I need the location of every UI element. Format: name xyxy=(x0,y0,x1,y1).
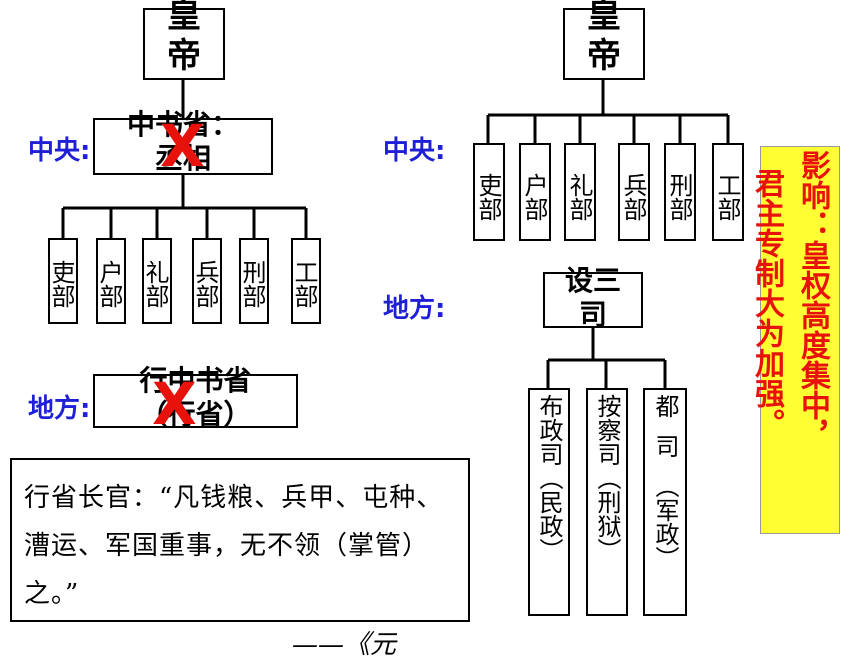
left-ministry-xing: 刑部 xyxy=(238,238,269,324)
left-ministry-li: 吏部 xyxy=(47,238,78,324)
quote-source: ——《元 xyxy=(292,630,397,660)
office-anchasi-name: 按察司 xyxy=(593,394,621,466)
right-local-org-box: 设三司 xyxy=(543,264,643,331)
left-ministry-li2: 礼部 xyxy=(141,238,172,324)
left-central-org-box: 中书省：丞相 xyxy=(93,108,273,175)
right-ministry-li2: 礼部 xyxy=(564,143,596,241)
left-local-org-text: 行中书省（行省） xyxy=(139,364,252,431)
quote-box: 行省长官：“凡钱粮、兵甲、屯种、漕运、军国重事，无不领（掌管）之。” xyxy=(10,458,470,622)
right-ministry-hu: 户部 xyxy=(519,143,551,241)
right-ministry-gong: 工部 xyxy=(712,143,744,241)
left-local-org-box: 行中书省（行省） xyxy=(93,364,298,431)
left-central-label: 中央: xyxy=(28,136,91,166)
office-buzhengsi-duty: （民政） xyxy=(535,466,563,562)
left-central-cross-mark: X xyxy=(160,112,205,180)
quote-text: 行省长官：“凡钱粮、兵甲、屯种、漕运、军国重事，无不领（掌管）之。” xyxy=(24,483,444,609)
office-buzhengsi: 布政司（民政） xyxy=(528,388,570,616)
right-ministry-bing: 兵部 xyxy=(618,143,650,241)
left-ministry-bing: 兵部 xyxy=(191,238,222,324)
right-emperor-text: 皇帝 xyxy=(587,0,621,76)
office-dusi-name: 都司 xyxy=(651,394,679,474)
office-anchasi-duty: （刑狱） xyxy=(593,466,621,562)
office-buzhengsi-name: 布政司 xyxy=(535,394,563,466)
impact-line-2: 君主专制大为加强。 xyxy=(749,168,784,438)
impact-box xyxy=(760,146,840,534)
right-ministry-xing: 刑部 xyxy=(664,143,696,241)
left-emperor-box: 皇帝 xyxy=(143,0,225,80)
right-local-org-text: 设三司 xyxy=(564,264,621,331)
right-central-label: 中央: xyxy=(383,136,446,166)
left-central-org-text: 中书省：丞相 xyxy=(126,108,239,175)
connector-lines xyxy=(61,78,730,390)
office-dusi-duty: （军政） xyxy=(651,474,679,570)
left-ministry-hu: 户部 xyxy=(95,238,126,324)
left-local-cross-mark: X xyxy=(152,370,197,438)
left-local-label: 地方: xyxy=(28,394,91,424)
office-anchasi: 按察司（刑狱） xyxy=(586,388,628,616)
right-emperor-box: 皇帝 xyxy=(563,0,645,80)
left-ministry-gong: 工部 xyxy=(290,238,321,324)
right-local-label: 地方: xyxy=(383,294,446,324)
right-ministry-li: 吏部 xyxy=(473,143,505,241)
office-dusi: 都司（军政） xyxy=(643,388,687,616)
left-emperor-text: 皇帝 xyxy=(167,0,201,76)
impact-line-1: 影响：皇权高度集中， xyxy=(795,150,830,450)
